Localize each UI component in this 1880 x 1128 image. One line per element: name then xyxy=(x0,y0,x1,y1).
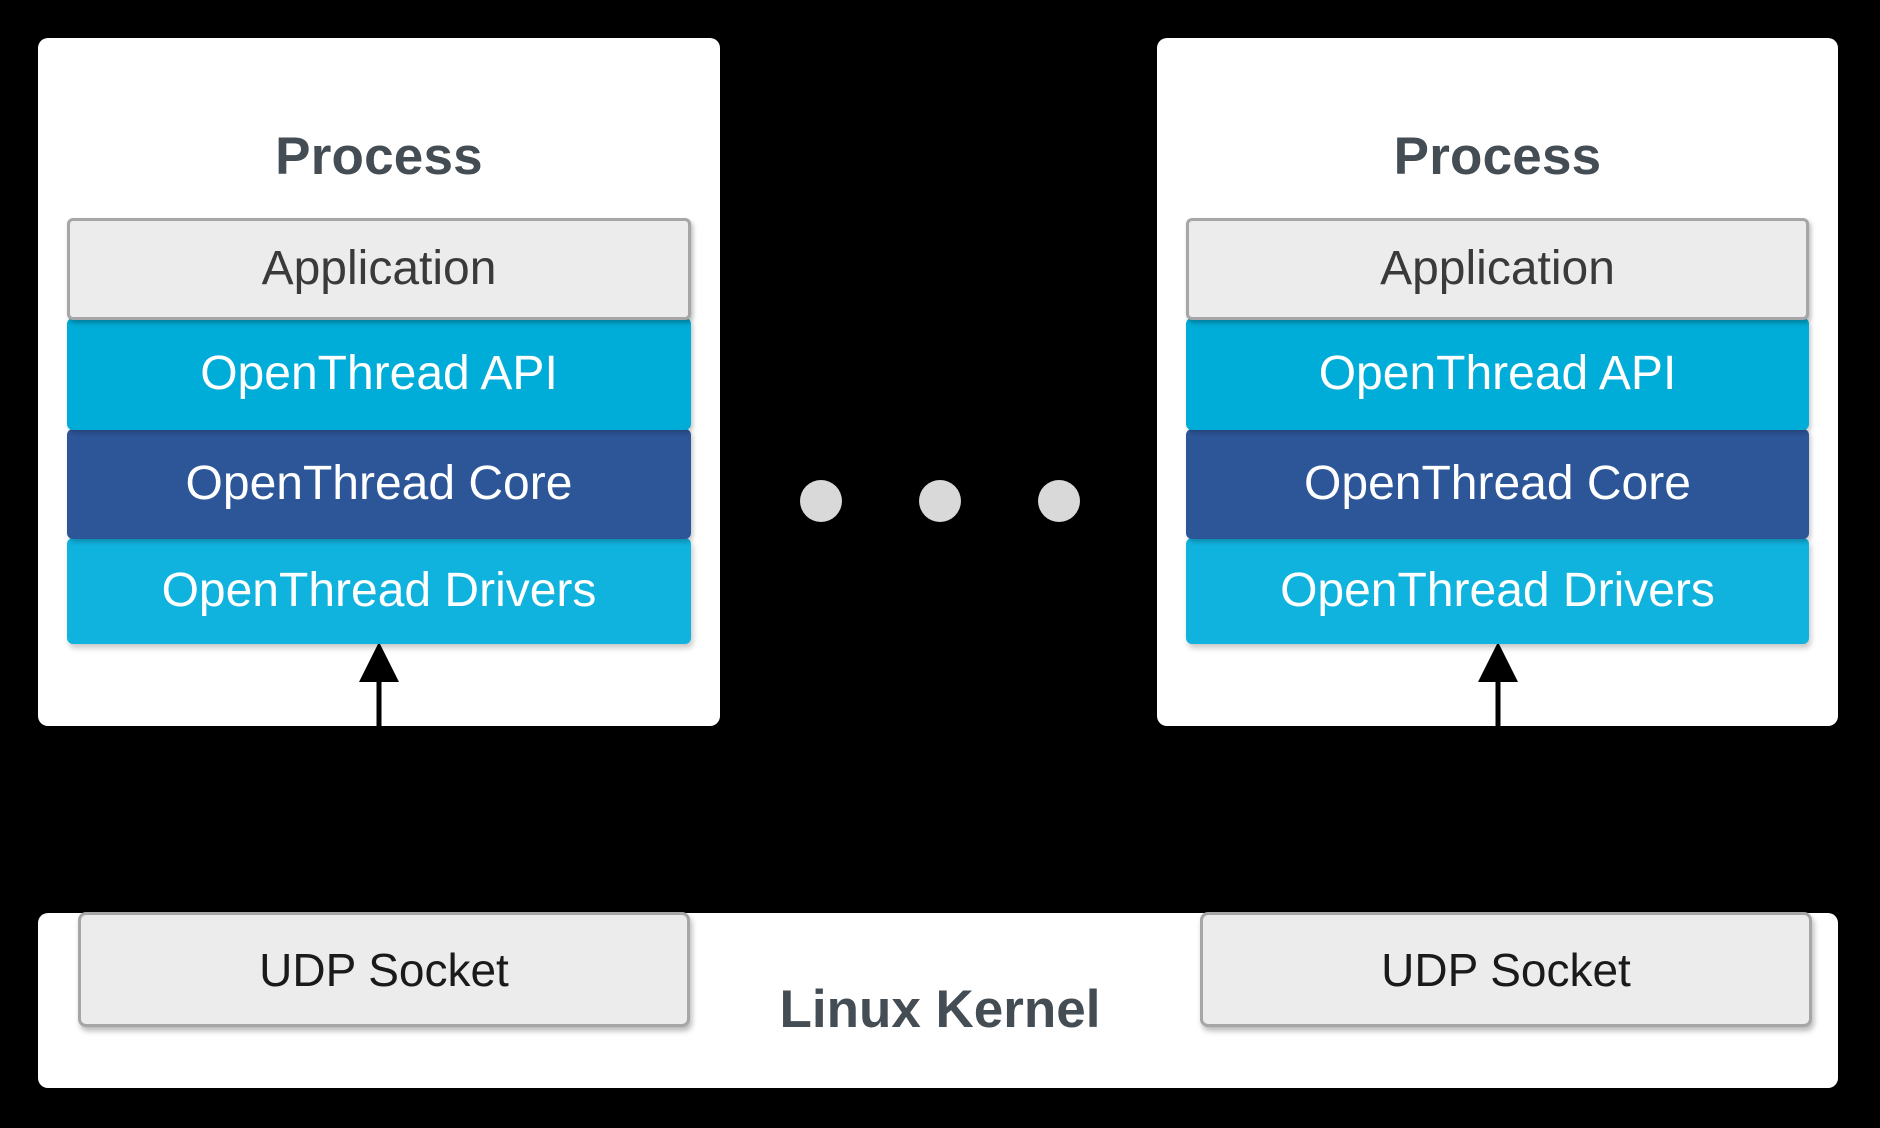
connection-arrow-right xyxy=(1468,640,1528,730)
udp-socket-left: UDP Socket xyxy=(78,912,690,1027)
layer-openthread-api-left: OpenThread API xyxy=(67,318,691,430)
layer-openthread-core-right: OpenThread Core xyxy=(1186,429,1809,539)
layer-openthread-core-left: OpenThread Core xyxy=(67,429,691,539)
udp-socket-right: UDP Socket xyxy=(1200,912,1812,1027)
layer-openthread-api-right: OpenThread API xyxy=(1186,318,1809,430)
process-title-right: Process xyxy=(1393,127,1602,186)
layer-application-left: Application xyxy=(67,218,691,320)
layer-application-right: Application xyxy=(1186,218,1809,320)
process-box-right: Process Application OpenThread API OpenT… xyxy=(1157,38,1838,726)
ellipsis-dot-icon xyxy=(1038,480,1080,522)
arrow-up-icon xyxy=(359,642,399,730)
ellipsis-dot-icon xyxy=(800,480,842,522)
connection-arrow-left xyxy=(349,640,409,730)
layer-openthread-drivers-right: OpenThread Drivers xyxy=(1186,538,1809,644)
process-title-left: Process xyxy=(275,127,483,186)
ellipsis-dot-icon xyxy=(919,480,961,522)
process-box-left: Process Application OpenThread API OpenT… xyxy=(38,38,720,726)
linux-kernel-title: Linux Kernel xyxy=(779,980,1101,1039)
arrow-up-icon xyxy=(1478,642,1518,730)
layer-stack-right: Application OpenThread API OpenThread Co… xyxy=(1186,218,1809,644)
ellipsis-more-processes xyxy=(800,480,1080,524)
layer-openthread-drivers-left: OpenThread Drivers xyxy=(67,538,691,644)
layer-stack-left: Application OpenThread API OpenThread Co… xyxy=(67,218,691,644)
